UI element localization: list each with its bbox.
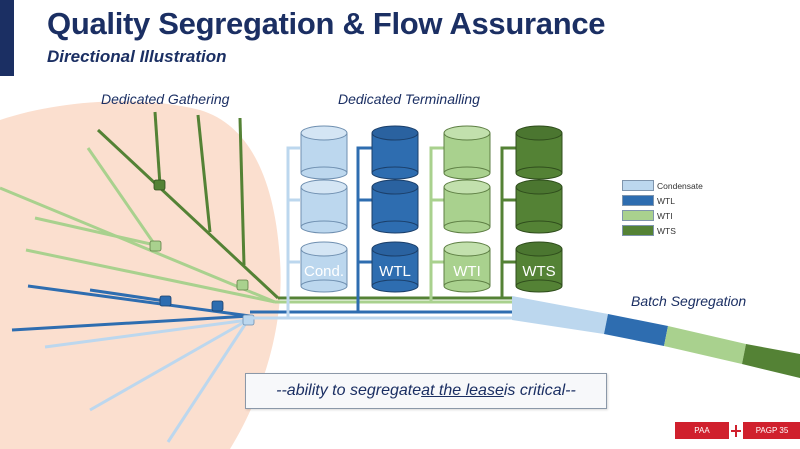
callout-box: --ability to segregate at the lease is c… [245, 373, 607, 409]
footer-pagp: PAGP 35 [743, 422, 800, 439]
swatch-wti [622, 210, 654, 221]
callout-suffix: is critical-- [503, 382, 576, 399]
swatch-wtl [622, 195, 654, 206]
logo-icon [729, 422, 743, 439]
page-title: Quality Segregation & Flow Assurance [47, 6, 606, 41]
tank-cond-bottom [300, 241, 348, 293]
legend-item-wts: WTS [622, 223, 703, 238]
tank-label-cond: Cond. [304, 263, 344, 280]
condensate-gathering-lines [44, 318, 250, 443]
swatch-wts [622, 225, 654, 236]
batch-label: Batch Segregation [631, 293, 747, 309]
batch-pipe [512, 296, 800, 378]
wti-gathering-lines [0, 147, 276, 304]
tank-wts-mid [515, 179, 563, 234]
legend-label: WTL [657, 195, 675, 206]
legend-label: WTI [657, 210, 673, 221]
tank-cond-mid [300, 179, 348, 234]
legend-label: WTS [657, 225, 676, 236]
callout-emphasis: at the lease [421, 382, 504, 399]
tank-cond-top [300, 125, 348, 180]
tank-wtl-bottom [371, 241, 419, 293]
callout-prefix: --ability to segregate [276, 382, 422, 399]
terminalling-label: Dedicated Terminalling [338, 91, 480, 107]
tank-grid [300, 125, 563, 293]
gathering-label: Dedicated Gathering [101, 91, 230, 107]
tank-wts-bottom [515, 241, 563, 293]
trunk-lines [250, 296, 515, 320]
tank-label-wtl: WTL [379, 263, 411, 280]
tank-wti-bottom [443, 241, 491, 293]
terminal-manifolds [286, 146, 516, 318]
tank-wtl-mid [371, 179, 419, 234]
accent-bar [0, 0, 14, 76]
wts-gathering-lines [96, 111, 280, 300]
page-subtitle: Directional Illustration [47, 47, 227, 66]
legend-item-wti: WTI [622, 208, 703, 223]
legend-item-condensate: Condensate [622, 178, 703, 193]
swatch-condensate [622, 180, 654, 191]
legend-item-wtl: WTL [622, 193, 703, 208]
tank-wtl-top [371, 125, 419, 180]
legend: Condensate WTL WTI WTS [622, 178, 703, 238]
footer-bar: PAA PAGP 35 [675, 422, 800, 439]
tank-wti-top [443, 125, 491, 180]
footer-paa: PAA [675, 422, 729, 439]
tank-wts-top [515, 125, 563, 180]
tank-label-wts: WTS [522, 263, 555, 280]
tank-label-wti: WTI [453, 263, 481, 280]
tank-wti-mid [443, 179, 491, 234]
legend-label: Condensate [657, 180, 703, 191]
